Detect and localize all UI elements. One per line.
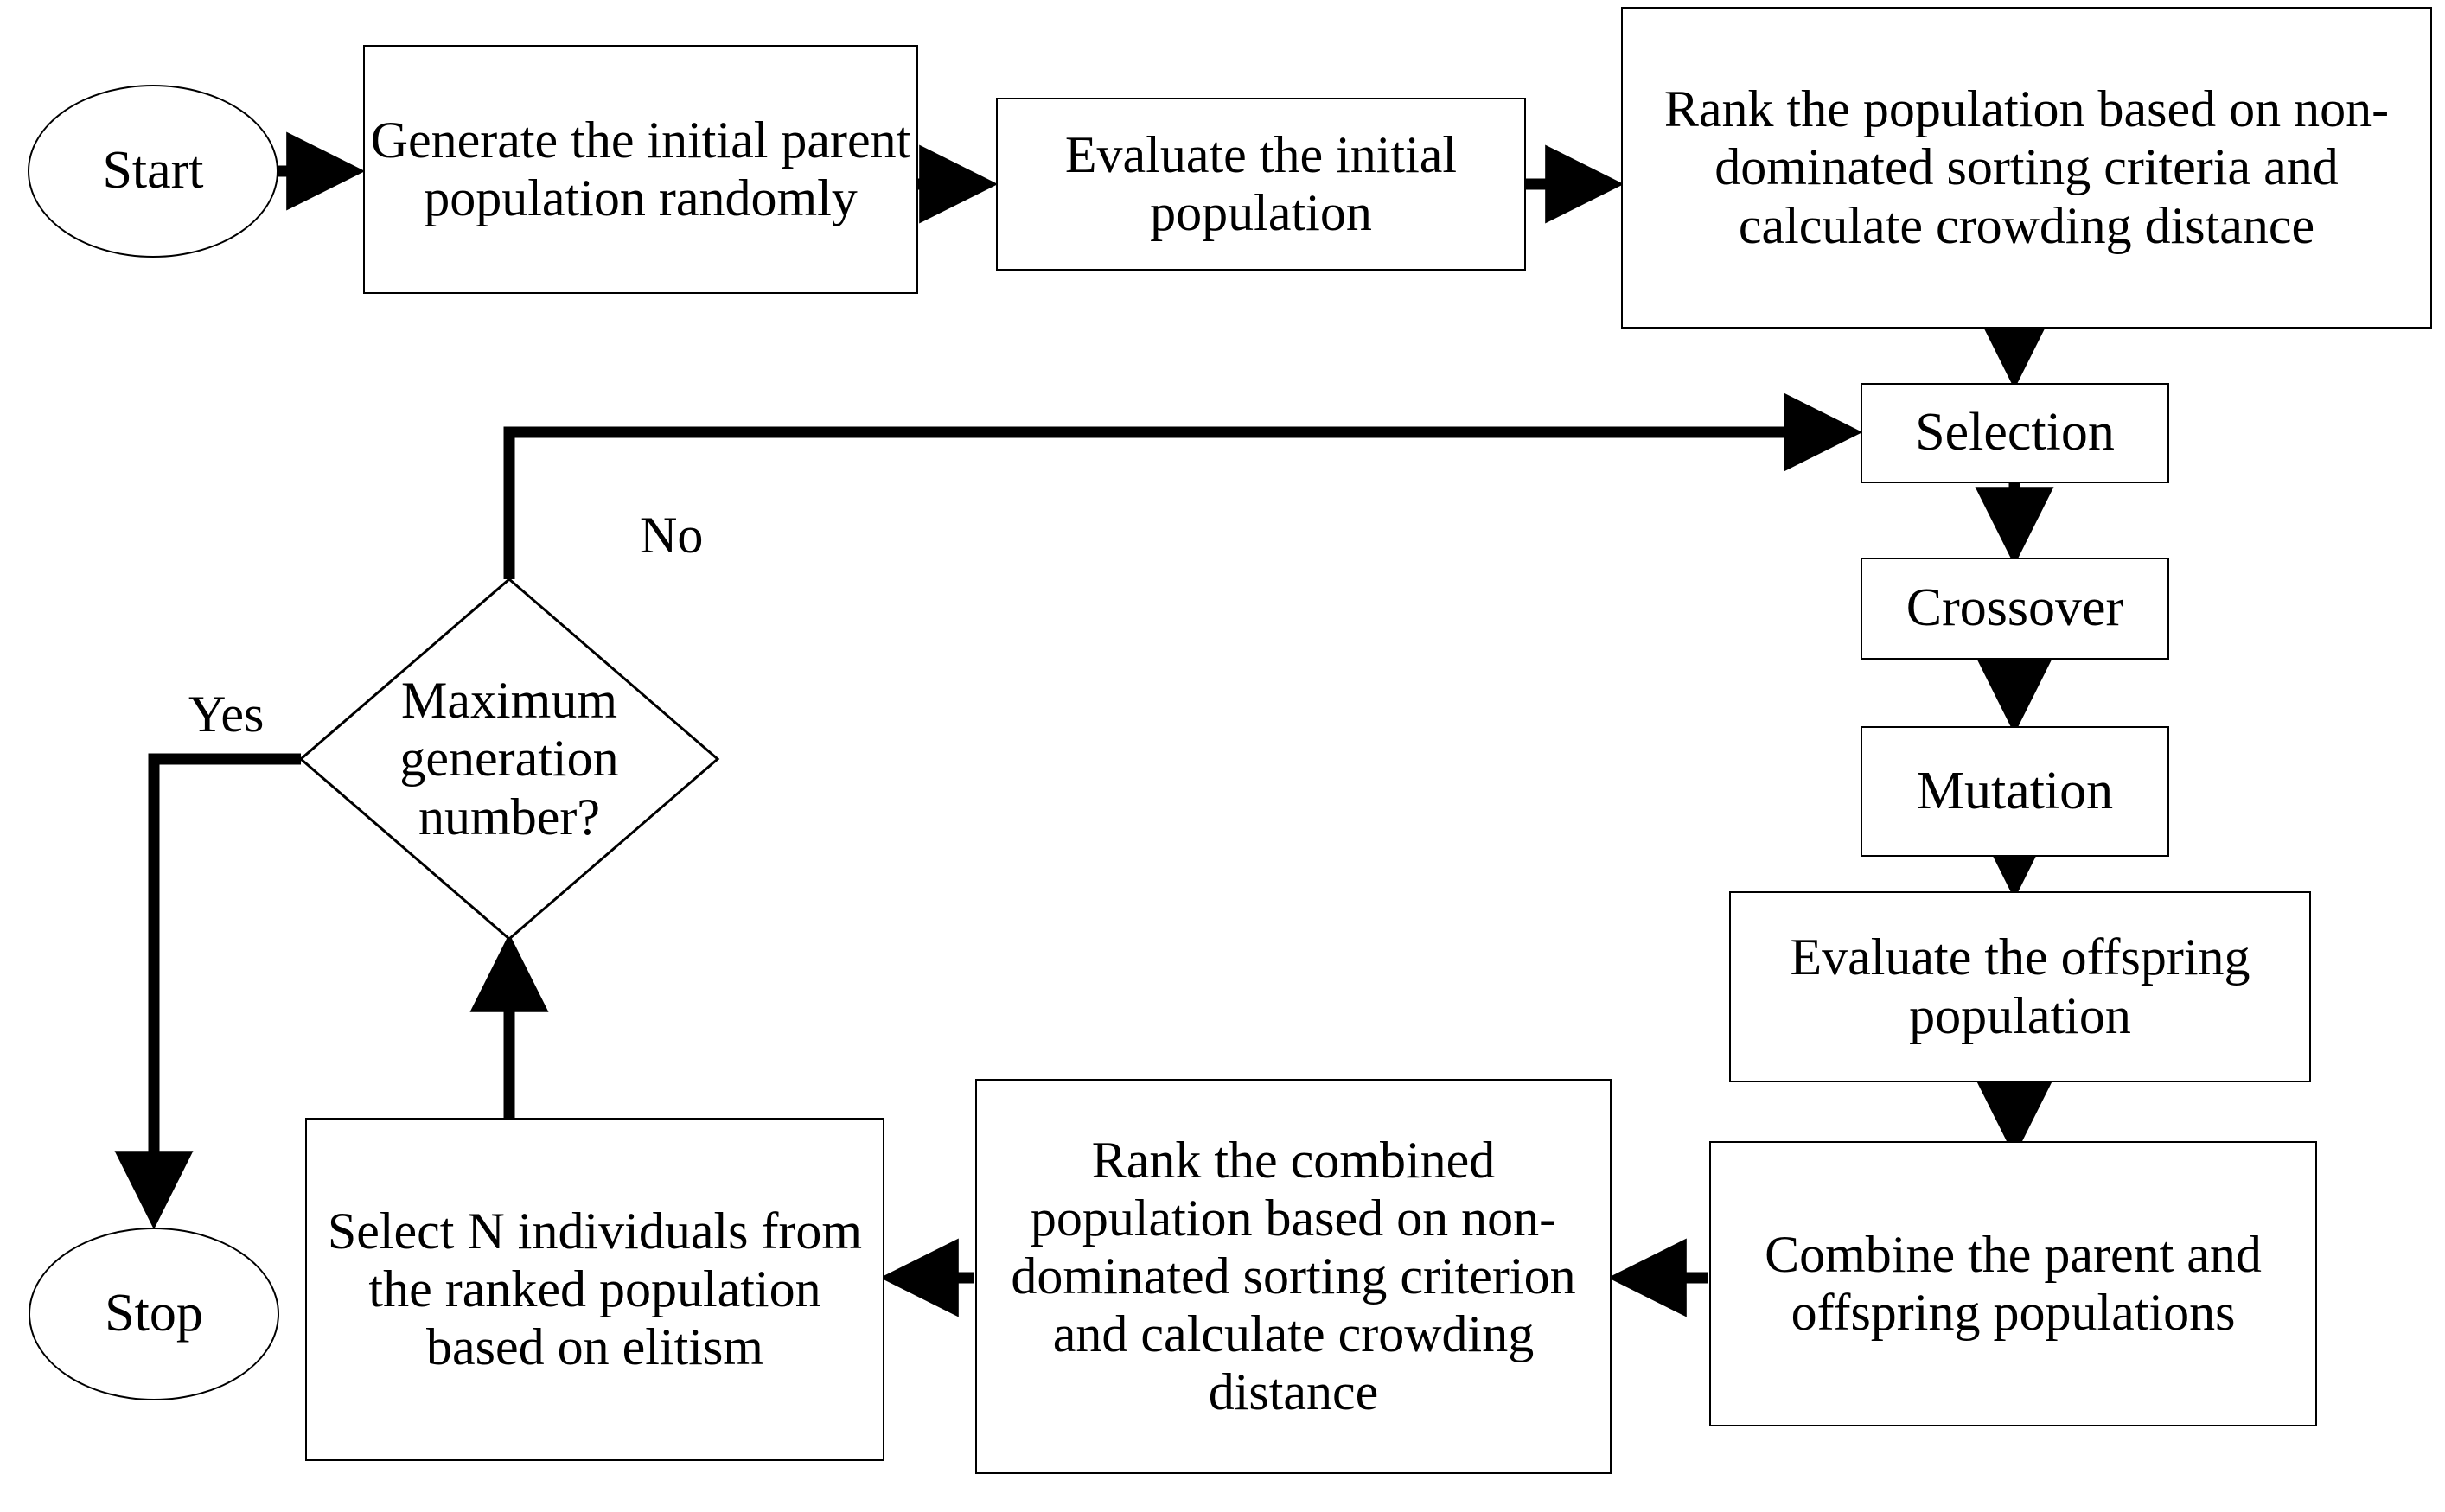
node-select-n[interactable]: Select N individuals from the ranked pop… (305, 1118, 884, 1461)
node-evaluate-offspring-label: Evaluate the offspring population (1790, 928, 2250, 1044)
node-generate-initial[interactable]: Generate the initial parent population r… (363, 45, 918, 294)
node-stop-label: Stop (105, 1284, 203, 1343)
node-generate-initial-label: Generate the initial parent population r… (370, 111, 911, 226)
node-decision-label: Maximum generation number? (399, 672, 619, 845)
node-evaluate-initial-label: Evaluate the initial population (1064, 125, 1458, 241)
node-selection-label: Selection (1915, 403, 2115, 463)
node-decision[interactable]: Maximum generation number? (346, 657, 673, 861)
node-mutation[interactable]: Mutation (1861, 726, 2169, 857)
node-rank-combined[interactable]: Rank the combined population based on no… (975, 1079, 1612, 1474)
node-rank-population-label: Rank the population based on non-dominat… (1663, 80, 2390, 254)
node-evaluate-initial[interactable]: Evaluate the initial population (996, 98, 1526, 271)
node-crossover[interactable]: Crossover (1861, 558, 2169, 660)
edge-decision-no-to-selection (503, 392, 1863, 579)
edge-decision-yes-to-stop (114, 753, 301, 1230)
node-rank-population[interactable]: Rank the population based on non-dominat… (1621, 7, 2432, 329)
edge-label-no-text: No (640, 507, 704, 564)
edge-label-yes-text: Yes (188, 686, 265, 743)
node-combine-label: Combine the parent and offspring populat… (1765, 1225, 2262, 1341)
node-start[interactable]: Start (28, 85, 278, 258)
node-selection[interactable]: Selection (1861, 383, 2169, 483)
node-combine[interactable]: Combine the parent and offspring populat… (1709, 1141, 2317, 1426)
edge-label-no: No (640, 506, 703, 565)
node-start-label: Start (102, 141, 204, 201)
decision-diamond-shape (298, 577, 720, 941)
node-crossover-label: Crossover (1906, 578, 2124, 638)
node-mutation-label: Mutation (1916, 761, 2114, 820)
edge-label-yes: Yes (188, 685, 264, 744)
node-stop[interactable]: Stop (29, 1228, 279, 1400)
node-select-n-label: Select N individuals from the ranked pop… (327, 1202, 863, 1376)
node-rank-combined-label: Rank the combined population based on no… (1011, 1131, 1576, 1421)
node-evaluate-offspring[interactable]: Evaluate the offspring population (1729, 891, 2311, 1082)
